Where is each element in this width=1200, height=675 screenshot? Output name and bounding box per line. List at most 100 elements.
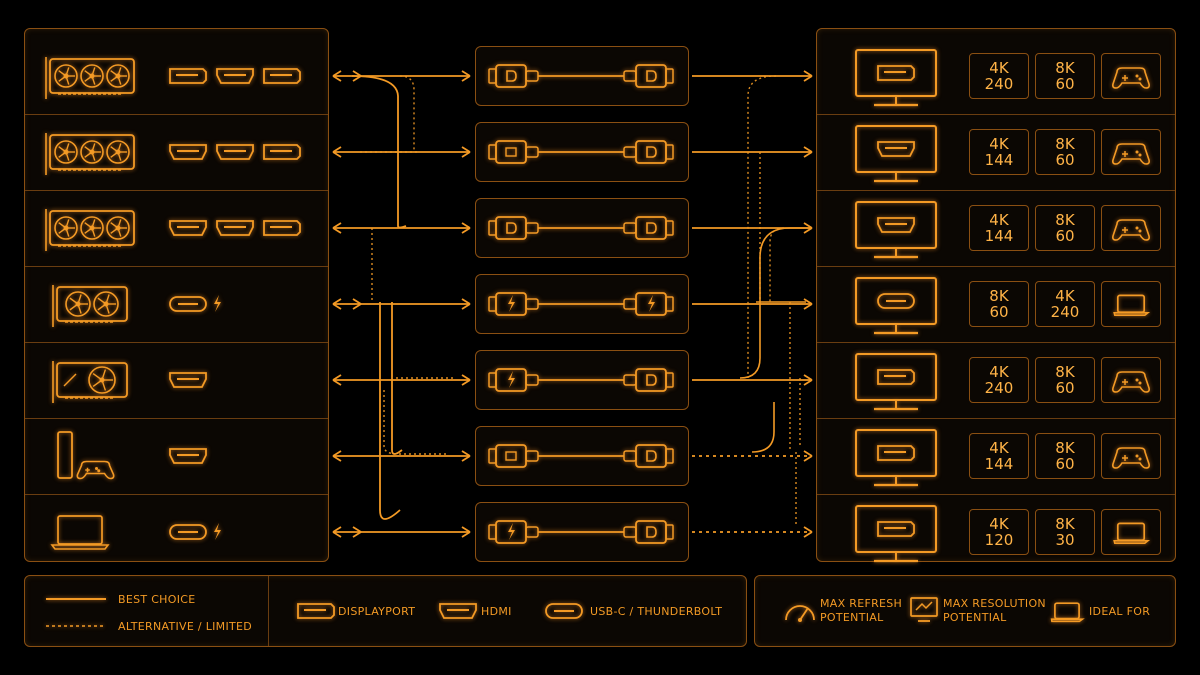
ideal-for-box [1101,357,1161,403]
display-row-divider [817,190,1175,191]
spec-resolution: 4K [989,515,1009,533]
ideal-for-box [1101,433,1161,479]
legend-divider [268,576,269,646]
route-solid [379,302,401,520]
hdmi-port-icon [439,603,477,619]
legend-ideal-for: IDEAL FOR [1089,605,1151,618]
laptop-icon [1113,294,1151,316]
spec-refresh: 60 [1055,379,1075,397]
ideal-for-box [1101,509,1161,555]
monitor-resolution-icon [910,597,938,622]
spec-resolution: 4K [989,363,1009,381]
source-row-divider [25,342,328,343]
ideal-for-box [1101,205,1161,251]
legend-usbc: USB-C / THUNDERBOLT [590,605,723,618]
gpu-triple-fan-icon [45,209,135,251]
monitor-icon [855,505,937,563]
display-row-divider [817,266,1175,267]
hdmi-port-icon [169,372,207,388]
spec-resolution: 8K [1055,439,1075,457]
gamepad-icon [1112,67,1150,89]
console-icon [57,431,115,480]
displayport-to-displayport-cable-icon [488,216,674,240]
display-row-divider [817,494,1175,495]
spec-refresh: 240 [984,379,1014,397]
spec-refresh: 60 [989,303,1009,321]
source-row-divider [25,418,328,419]
gamepad-icon [1112,371,1150,393]
lightning-icon [214,295,221,312]
displayport-port-icon [297,603,335,619]
spec-resolution: 8K [1055,363,1075,381]
route-dotted [747,75,777,378]
ideal-for-box [1101,53,1161,99]
gamepad-icon [1112,447,1150,469]
spec-resolution: 8K [1055,59,1075,77]
legend-alternative: ALTERNATIVE / LIMITED [118,620,253,633]
route-solid [751,402,775,453]
spec-refresh: 144 [984,455,1014,473]
gpu-single-fan-icon [52,361,128,403]
monitor-icon [855,353,937,411]
monitor-icon [855,125,937,183]
spec-resolution: 8K [1055,515,1075,533]
usbc-port-icon [169,296,207,312]
spec-resolution: 8K [989,287,1009,305]
usbc-port-icon [169,524,207,540]
gamepad-icon [1112,219,1150,241]
laptop-icon [1113,522,1151,544]
legend-panel-cables [24,575,747,647]
source-row-divider [25,266,328,267]
legend-best-choice: BEST CHOICE [118,593,196,606]
spec-refresh: 120 [984,531,1014,549]
displayport-port-icon [263,68,301,84]
displayport-port-icon [263,144,301,160]
spec-refresh: 60 [1055,151,1075,169]
display-row-divider [817,114,1175,115]
hdmi-to-displayport-cable-icon [488,444,674,468]
spec-refresh: 240 [984,75,1014,93]
hdmi-port-icon [169,220,207,236]
spec-resolution: 8K [1055,211,1075,229]
ideal-for-box [1101,281,1161,327]
route-solid [351,75,407,229]
legend-panel-specs [754,575,1176,647]
spec-refresh: 60 [1055,227,1075,245]
legend-max-resolution-1: MAX RESOLUTION [943,597,1046,610]
legend-hdmi: HDMI [481,605,512,618]
displayport-port-icon [263,220,301,236]
spec-resolution: 4K [989,59,1009,77]
source-row-divider [25,494,328,495]
spec-resolution: 8K [1055,135,1075,153]
usbc-to-usbc-cable-icon [488,292,674,316]
laptop-icon [1050,602,1085,623]
spec-resolution: 4K [989,135,1009,153]
hdmi-port-icon [169,144,207,160]
spec-refresh: 144 [984,227,1014,245]
usbc-to-displayport-cable-icon [488,520,674,544]
displayport-port-icon [169,68,207,84]
laptop-icon [50,515,110,550]
legend-max-refresh-1: MAX REFRESH [820,597,903,610]
legend-icons [46,598,106,627]
displayport-to-displayport-cable-icon [488,64,674,88]
spec-resolution: 4K [989,439,1009,457]
spec-refresh: 240 [1050,303,1080,321]
monitor-icon [855,429,937,487]
spec-refresh: 60 [1055,455,1075,473]
spec-refresh: 144 [984,151,1014,169]
gauge-icon [785,605,815,622]
lightning-icon [214,523,221,540]
